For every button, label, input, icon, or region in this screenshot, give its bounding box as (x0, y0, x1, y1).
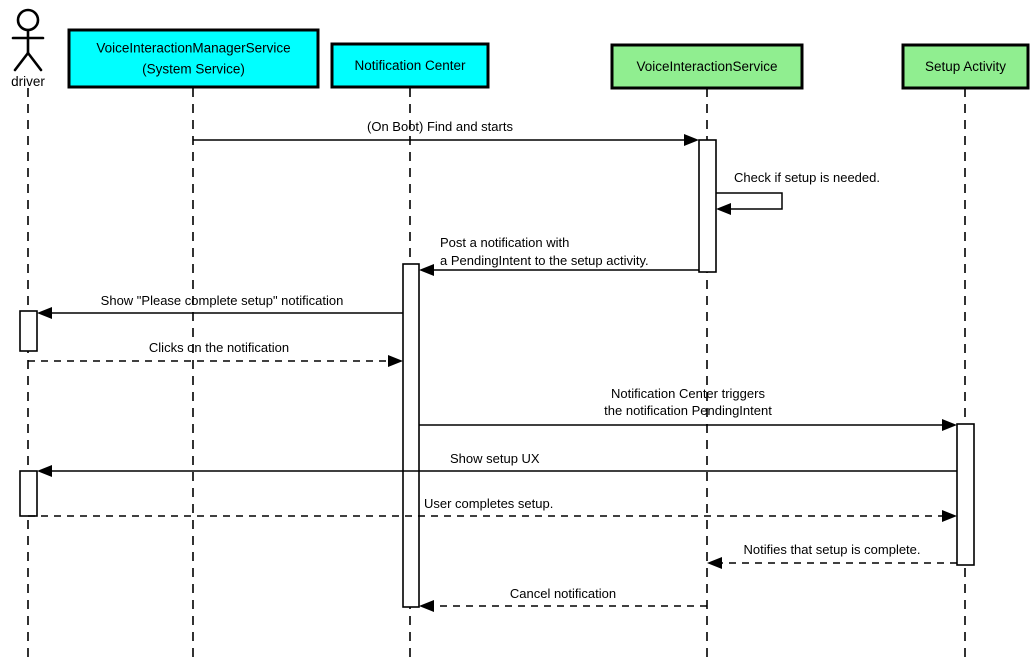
participant-box-vims[interactable] (67, 28, 320, 89)
message-cancel-notification[interactable]: Cancel notification (419, 586, 707, 612)
participant-box-notification-center[interactable] (330, 42, 490, 89)
message-label-post-notification-line2: a PendingIntent to the setup activity. (440, 253, 649, 268)
message-label-post-notification-line1: Post a notification with (440, 235, 569, 250)
message-label-user-completes-setup: User completes setup. (424, 496, 553, 511)
arrow-head-right (942, 419, 957, 431)
arrow-head-left (707, 557, 722, 569)
message-label-trigger-pending-intent-line1: Notification Center triggers (611, 386, 765, 401)
message-post-notification[interactable]: Post a notification with a PendingIntent… (419, 235, 699, 276)
message-label-clicks-on-notification: Clicks on the notification (149, 340, 289, 355)
participant-setup-activity[interactable]: Setup Activity (901, 43, 1030, 90)
message-label-trigger-pending-intent-line2: the notification PendingIntent (604, 403, 772, 418)
participant-box-setup-activity[interactable] (901, 43, 1030, 90)
arrow-head-left (37, 307, 52, 319)
message-label-show-complete-setup-notification: Show "Please complete setup" notificatio… (101, 293, 344, 308)
participant-voice-interaction-manager-service[interactable]: VoiceInteractionManagerService (System S… (67, 28, 320, 89)
activation-bar-notification-center-1[interactable] (402, 263, 420, 608)
message-label-notifies-setup-complete: Notifies that setup is complete. (743, 542, 920, 557)
arrow-head-right (942, 510, 957, 522)
message-trigger-pending-intent[interactable]: Notification Center triggers the notific… (419, 386, 957, 431)
message-label-find-and-starts: (On Boot) Find and starts (367, 119, 513, 134)
arrow-head-right (684, 134, 699, 146)
activation-bar-driver-2[interactable] (19, 470, 38, 517)
message-label-check-setup-needed: Check if setup is needed. (734, 170, 880, 185)
participant-label-vims-line2: (System Service) (142, 62, 245, 77)
message-user-completes-setup[interactable]: User completes setup. (28, 496, 957, 522)
arrow-head-right (388, 355, 403, 367)
participant-voice-interaction-service[interactable]: VoiceInteractionService (610, 43, 804, 90)
arrow-head-left (419, 600, 434, 612)
participant-label-setup-activity: Setup Activity (925, 59, 1006, 74)
activations-layer (19, 139, 975, 608)
message-clicks-on-notification[interactable]: Clicks on the notification (28, 340, 403, 367)
message-find-and-starts[interactable]: (On Boot) Find and starts (193, 119, 699, 146)
participant-driver[interactable]: driver (11, 8, 45, 89)
message-label-show-setup-ux: Show setup UX (450, 451, 540, 466)
arrow-head-left (716, 203, 731, 215)
participant-label-driver: driver (11, 74, 45, 89)
participant-label-notification-center: Notification Center (354, 58, 466, 73)
activation-bar-setup-activity-1[interactable] (956, 423, 975, 566)
activation-bar-driver-1[interactable] (19, 310, 38, 352)
participant-label-vis: VoiceInteractionService (636, 59, 777, 74)
message-show-setup-ux[interactable]: Show setup UX (37, 451, 957, 477)
stick-figure-actor-icon (11, 8, 45, 72)
message-show-complete-setup-notification[interactable]: Show "Please complete setup" notificatio… (37, 293, 403, 319)
participant-box-vis[interactable] (610, 43, 804, 90)
activation-bar-vis-1[interactable] (698, 139, 717, 273)
participant-label-vims-line1: VoiceInteractionManagerService (96, 41, 290, 56)
message-notifies-setup-complete[interactable]: Notifies that setup is complete. (707, 542, 957, 569)
message-check-setup-needed[interactable]: Check if setup is needed. (716, 170, 880, 215)
arrow-head-left (419, 264, 434, 276)
participant-notification-center[interactable]: Notification Center (330, 42, 490, 89)
message-self-loop-line (716, 192, 783, 210)
message-label-cancel-notification: Cancel notification (510, 586, 616, 601)
arrow-head-left (37, 465, 52, 477)
